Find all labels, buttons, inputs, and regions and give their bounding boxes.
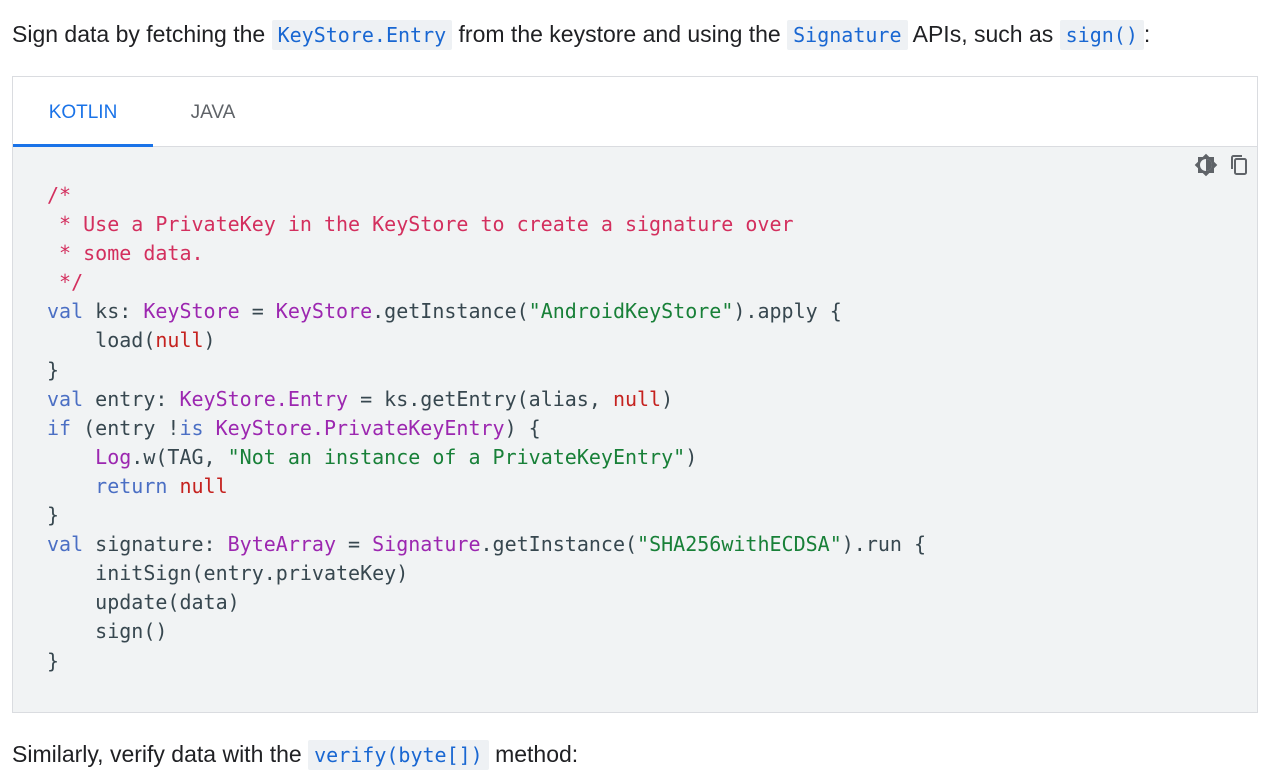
kotlin-code-block: /* * Use a PrivateKey in the KeyStore to…	[47, 181, 926, 676]
intro-paragraph: Sign data by fetching the KeyStore.Entry…	[12, 17, 1150, 52]
code-line: }	[47, 358, 59, 382]
code-line: val signature: ByteArray = Signature.get…	[47, 532, 926, 556]
code-token: ).run {	[841, 532, 927, 557]
code-token: null	[155, 328, 204, 353]
tab-kotlin[interactable]: KOTLIN	[13, 77, 153, 147]
code-line: */	[47, 270, 83, 294]
code-token: ks:	[83, 299, 144, 324]
code-token: val	[47, 532, 84, 557]
code-token: sign()	[47, 619, 168, 644]
code-line: initSign(entry.privateKey)	[47, 561, 408, 585]
code-token: * some data.	[47, 241, 204, 266]
code-token: null	[179, 473, 228, 498]
keystore-entry-link[interactable]: KeyStore.Entry	[271, 20, 453, 50]
code-token: "AndroidKeyStore"	[528, 299, 734, 324]
verify-method-link[interactable]: verify(byte[])	[308, 740, 489, 770]
code-token: KeyStore	[143, 299, 240, 324]
code-line: val entry: KeyStore.Entry = ks.getEntry(…	[47, 387, 673, 411]
code-token: }	[47, 648, 60, 673]
outro-text-2: method:	[488, 741, 579, 767]
intro-text-3: APIs, such as	[907, 21, 1060, 47]
code-token: */	[47, 270, 84, 295]
outro-text-1: Similarly, verify data with the	[12, 741, 309, 767]
code-token: update(data)	[47, 590, 240, 615]
code-token: load(	[47, 328, 156, 353]
outro-paragraph: Similarly, verify data with the verify(b…	[12, 737, 578, 772]
code-token	[204, 416, 216, 440]
code-line: sign()	[47, 619, 167, 643]
intro-text-4: :	[1143, 21, 1151, 47]
code-line: update(data)	[47, 590, 240, 614]
code-token: ).apply {	[733, 299, 842, 324]
code-token: null	[612, 386, 662, 411]
code-token: KeyStore.Entry	[179, 386, 349, 411]
code-line: return null	[47, 473, 228, 498]
code-token: is	[179, 415, 204, 440]
code-token: }	[47, 357, 60, 382]
code-line: }	[47, 503, 59, 527]
code-token: Log	[95, 444, 132, 469]
code-token: }	[47, 503, 60, 528]
language-tabs: KOTLIN JAVA	[13, 77, 1257, 147]
code-token: "Not an instance of a PrivateKeyEntry"	[227, 444, 686, 469]
code-token: =	[239, 299, 276, 324]
code-line: Log.w(TAG, "Not an instance of a Private…	[47, 445, 697, 469]
code-token: .getInstance(	[372, 299, 529, 324]
code-token: "SHA256withECDSA"	[637, 532, 842, 557]
code-token: = ks.getEntry(alias,	[348, 386, 613, 411]
copy-icon[interactable]	[1227, 153, 1251, 177]
code-token: initSign(entry.privateKey)	[47, 561, 409, 586]
intro-text-1: Sign data by fetching the	[12, 21, 272, 47]
code-token: signature:	[83, 532, 228, 557]
code-token: val	[47, 386, 84, 411]
code-token: return	[95, 473, 168, 498]
code-line: /*	[47, 183, 71, 207]
code-token: (entry !	[71, 415, 180, 440]
tab-java[interactable]: JAVA	[190, 102, 236, 123]
intro-text-2: from the keystore and using the	[452, 21, 788, 47]
code-sample: KOTLIN JAVA /* * Use a PrivateKey in the…	[12, 76, 1258, 713]
code-token	[167, 474, 179, 498]
code-token: entry:	[83, 386, 180, 411]
code-token	[47, 474, 95, 498]
code-line: val ks: KeyStore = KeyStore.getInstance(…	[47, 299, 842, 323]
code-token: )	[685, 444, 698, 469]
brightness-icon[interactable]	[1194, 153, 1218, 177]
code-token: .getInstance(	[480, 532, 638, 557]
code-token: if	[47, 415, 72, 440]
code-token: )	[203, 328, 216, 353]
code-token	[47, 445, 95, 469]
code-token: ByteArray	[227, 532, 336, 557]
code-token: ) {	[504, 415, 541, 440]
code-token: .w(TAG,	[131, 444, 228, 469]
signature-link[interactable]: Signature	[787, 20, 908, 50]
code-token: KeyStore.PrivateKeyEntry	[215, 415, 505, 440]
code-line: * some data.	[47, 241, 204, 265]
code-line: if (entry !is KeyStore.PrivateKeyEntry) …	[47, 416, 541, 440]
sign-method-link[interactable]: sign()	[1059, 20, 1144, 50]
code-token: Signature	[372, 532, 481, 557]
code-token: * Use a PrivateKey in the KeyStore to cr…	[47, 212, 794, 237]
code-line: * Use a PrivateKey in the KeyStore to cr…	[47, 212, 794, 236]
code-token: val	[47, 299, 84, 324]
code-line: load(null)	[47, 328, 216, 353]
code-token: /*	[47, 183, 72, 207]
code-line: }	[47, 649, 59, 673]
code-token: )	[661, 386, 674, 411]
code-token: =	[336, 532, 373, 557]
code-token: KeyStore	[275, 299, 373, 324]
